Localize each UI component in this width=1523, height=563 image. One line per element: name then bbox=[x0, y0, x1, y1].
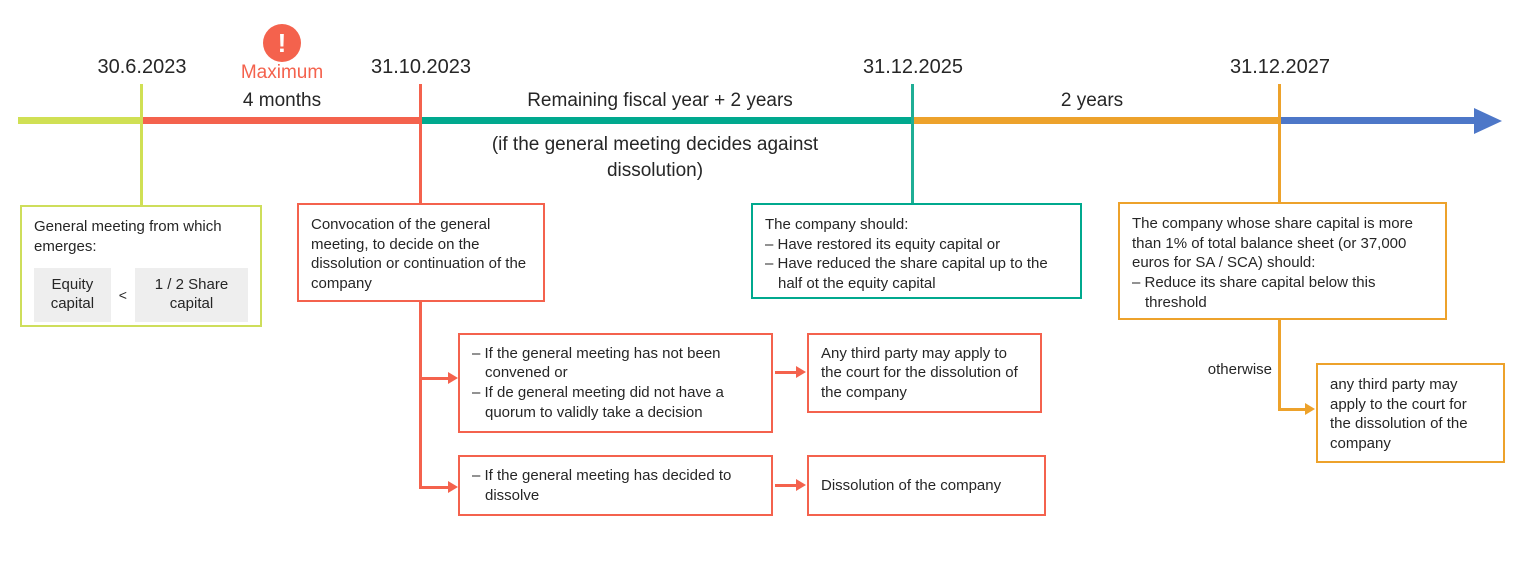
third-party-apply-text: Any third party may apply to the court f… bbox=[821, 344, 1018, 401]
connector-convocation-down bbox=[419, 302, 422, 489]
connector-not-convened-to-third-party bbox=[775, 371, 797, 374]
share-capital-threshold-bullet: – Reduce its share capital below this th… bbox=[1132, 273, 1376, 311]
decided-to-dissolve-bullet: – If the general meeting has decided to … bbox=[472, 466, 732, 504]
connector-threshold-down bbox=[1278, 320, 1281, 411]
timeline-segment-four-months bbox=[142, 117, 421, 124]
remaining-label: Remaining fiscal year + 2 years bbox=[527, 90, 793, 111]
not-convened-box: – If the general meeting has not been co… bbox=[458, 333, 773, 433]
general-meeting-box: General meeting from which emerges: Equi… bbox=[20, 205, 262, 327]
convocation-text: Convocation of the general meeting, to d… bbox=[311, 216, 527, 292]
arrowhead-dissolution-icon bbox=[796, 479, 806, 491]
convocation-box: Convocation of the general meeting, to d… bbox=[297, 203, 545, 302]
connector-dissolve-to-dissolution bbox=[775, 484, 797, 487]
arrowhead-to-not-convened-icon bbox=[448, 372, 458, 384]
timeline-segment-remaining bbox=[421, 117, 913, 124]
tick-31-12-2027 bbox=[1278, 84, 1281, 202]
third-party-apply-lower-box: any third party may apply to the court f… bbox=[1316, 363, 1505, 463]
tick-31-10-2023 bbox=[419, 84, 422, 203]
connector-to-decided-dissolve bbox=[421, 486, 449, 489]
equity-capital-chip: Equity capital bbox=[34, 268, 111, 322]
dissolution-box: Dissolution of the company bbox=[807, 455, 1046, 516]
company-should-box: The company should: – Have restored its … bbox=[751, 203, 1082, 299]
not-convened-bullet: – If de general meeting did not have a q… bbox=[472, 384, 724, 421]
timeline-segment-future bbox=[1280, 117, 1476, 124]
third-party-apply-box: Any third party may apply to the court f… bbox=[807, 333, 1042, 413]
tick-31-12-2025 bbox=[911, 84, 914, 203]
general-meeting-title: General meeting from which emerges: bbox=[34, 218, 222, 255]
company-should-bullet: – Have reduced the share capital up to t… bbox=[765, 255, 1048, 292]
share-capital-chip: 1 / 2 Share capital bbox=[134, 268, 248, 322]
share-capital-threshold-title: The company whose share capital is more … bbox=[1132, 215, 1413, 272]
company-should-title: The company should: bbox=[765, 216, 909, 233]
date-label: 31.12.2027 bbox=[1229, 56, 1331, 78]
capital-comparison: Equity capital < 1 / 2 Share capital bbox=[34, 268, 248, 322]
arrowhead-third-party-lower-icon bbox=[1305, 403, 1315, 415]
connector-to-third-party-lower bbox=[1278, 408, 1306, 411]
exclamation-icon: ! bbox=[263, 24, 301, 62]
tick-30-6-2023 bbox=[140, 84, 143, 205]
date-label: 30.6.2023 bbox=[97, 56, 187, 78]
arrowhead-to-decided-dissolve-icon bbox=[448, 481, 458, 493]
not-convened-bullet: – If the general meeting has not been co… bbox=[472, 344, 721, 382]
date-label: 31.12.2025 bbox=[862, 56, 964, 78]
share-capital-threshold-box: The company whose share capital is more … bbox=[1118, 202, 1447, 320]
two-years-label: 2 years bbox=[1060, 90, 1124, 111]
connector-to-not-convened bbox=[421, 377, 449, 380]
company-should-bullet: – Have restored its equity capital or bbox=[765, 235, 1001, 253]
maximum-label: Maximum bbox=[240, 62, 324, 83]
timeline-segment-two-years bbox=[913, 117, 1280, 124]
date-label: 31.10.2023 bbox=[370, 56, 472, 78]
dissolution-text: Dissolution of the company bbox=[821, 476, 1002, 494]
timeline-segment-initial bbox=[18, 117, 142, 124]
condition-note: (if the general meeting decides against … bbox=[491, 134, 819, 181]
otherwise-label: otherwise bbox=[1207, 361, 1272, 378]
arrowhead-third-party-icon bbox=[796, 366, 806, 378]
four-months-label: 4 months bbox=[242, 90, 322, 111]
third-party-apply-lower-text: any third party may apply to the court f… bbox=[1330, 376, 1468, 452]
less-than-operator: < bbox=[118, 286, 127, 303]
exclamation-glyph: ! bbox=[277, 28, 287, 58]
decided-to-dissolve-box: – If the general meeting has decided to … bbox=[458, 455, 773, 516]
timeline-arrowhead-icon bbox=[1474, 108, 1502, 134]
